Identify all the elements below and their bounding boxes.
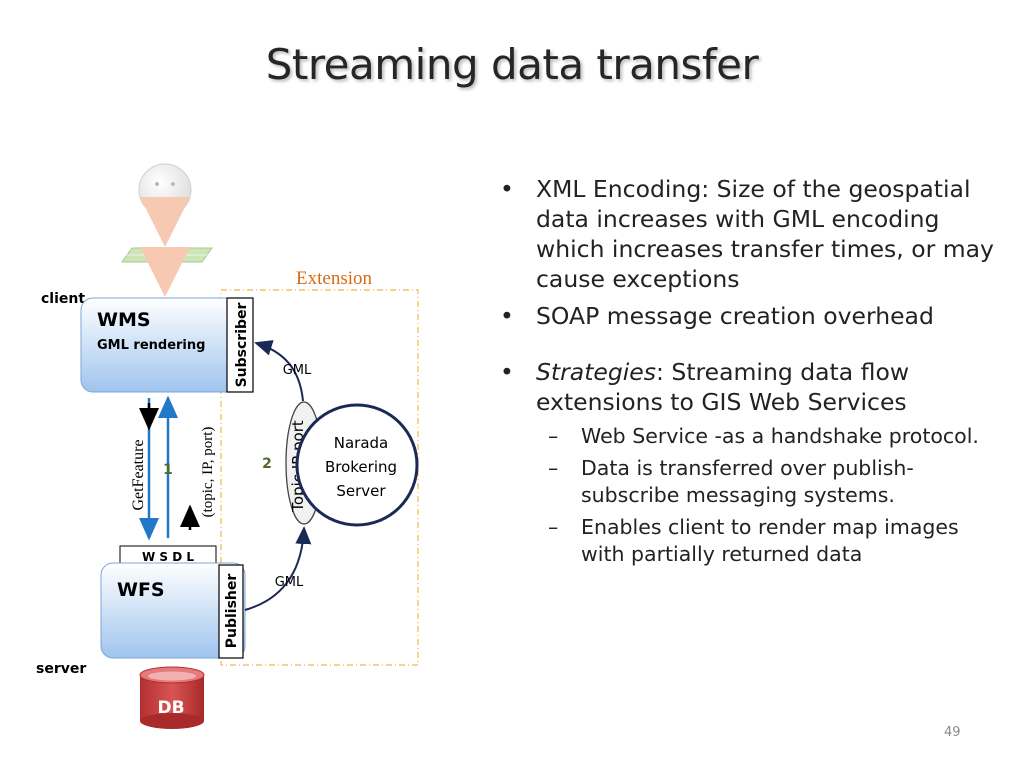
publisher-to-broker-arrow: [244, 526, 312, 611]
wfs-box: W S D L WFS Publisher: [100, 545, 246, 659]
bullet-xml-encoding: XML Encoding: Size of the geospatial dat…: [496, 174, 996, 294]
wfs-title: WFS: [117, 579, 165, 601]
getfeature-label: GetFeature: [130, 439, 147, 510]
sub-bullet-partial-render: Enables client to render map images with…: [496, 514, 996, 568]
bullet-strategies: Strategies: Streaming data flow extensio…: [496, 357, 996, 568]
topic-ip-port-label: (topic, IP, port): [200, 427, 216, 518]
wms-subtitle: GML rendering: [97, 338, 205, 353]
bullet-text: : Streaming data flow extensions to GIS …: [536, 358, 910, 416]
sub-bullet-text: Data is transferred over publish-subscri…: [581, 456, 914, 507]
sub-bullet-pubsub: Data is transferred over publish-subscri…: [496, 455, 996, 509]
sub-bullet-text: Web Service -as a handshake protocol.: [581, 424, 979, 448]
slide-number: 49: [944, 725, 961, 740]
sub-bullet-text: Enables client to render map images with…: [581, 515, 959, 566]
slide-title: Streaming data transfer: [265, 40, 759, 89]
subscriber-label: Subscriber: [234, 302, 250, 387]
narada-line-2: Brokering: [325, 458, 397, 476]
publisher-tab: [218, 564, 244, 659]
sub-bullet-handshake: Web Service -as a handshake protocol.: [496, 423, 996, 450]
narada-server-node: Narada Brokering Server: [295, 403, 419, 527]
user-face-icon: [138, 163, 192, 217]
gml-to-subscriber-arrow: [254, 340, 304, 402]
sub-bullet-list: Web Service -as a handshake protocol. Da…: [536, 423, 996, 568]
bullet-emphasis: Strategies: [536, 358, 657, 386]
gml-top-label: GML: [283, 363, 312, 378]
step-2-label: 2: [262, 456, 272, 472]
publisher-label: Publisher: [224, 574, 240, 649]
bullet-soap-overhead: SOAP message creation overhead: [496, 301, 996, 331]
map-layer-icon: [121, 247, 213, 263]
subscriber-tab: [226, 297, 254, 393]
narada-line-3: Server: [336, 482, 386, 500]
gml-bottom-label: GML: [275, 575, 304, 590]
wsdl-label: W S D L: [142, 550, 194, 564]
database-icon: DB: [139, 666, 205, 729]
client-label: client: [41, 291, 85, 307]
db-label: DB: [157, 698, 184, 718]
wms-box: WMS GML rendering Subscriber: [80, 297, 254, 393]
narada-line-1: Narada: [334, 434, 389, 452]
wms-title: WMS: [97, 309, 151, 331]
extension-label: Extension: [296, 268, 372, 289]
bullet-text: SOAP message creation overhead: [536, 302, 934, 330]
bullet-text: XML Encoding: Size of the geospatial dat…: [536, 175, 994, 293]
bullet-list: XML Encoding: Size of the geospatial dat…: [496, 174, 996, 568]
step-1-label: 1: [163, 462, 173, 478]
server-label: server: [36, 661, 86, 677]
